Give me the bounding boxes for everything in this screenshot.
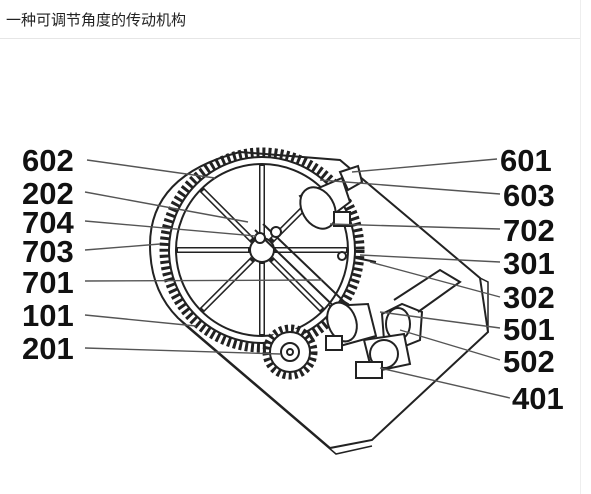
leader-704 <box>84 220 257 237</box>
callout-502: 502 <box>503 344 555 379</box>
callout-701: 701 <box>22 265 74 300</box>
leader-602 <box>86 159 216 179</box>
callout-401: 401 <box>512 381 564 416</box>
page-header: 一种可调节角度的传动机构 <box>0 0 580 39</box>
leader-603 <box>319 179 501 195</box>
callout-101: 101 <box>22 298 74 333</box>
motor-assembly <box>337 251 462 379</box>
drive-shaft <box>254 164 378 351</box>
callout-601: 601 <box>500 143 552 178</box>
leader-502 <box>399 329 501 361</box>
leader-702 <box>329 223 501 230</box>
leader-601 <box>351 158 498 173</box>
callout-702: 702 <box>503 213 555 248</box>
leader-401 <box>379 367 511 399</box>
callout-301: 301 <box>503 246 555 281</box>
pinion-gear <box>262 324 318 380</box>
callout-703: 703 <box>22 234 74 269</box>
callout-603: 603 <box>503 178 555 213</box>
page-title: 一种可调节角度的传动机构 <box>6 11 187 29</box>
leader-701 <box>84 279 323 282</box>
leader-101 <box>84 314 197 327</box>
callout-lines <box>84 158 511 399</box>
callout-202: 202 <box>22 176 74 211</box>
callout-704: 704 <box>22 205 74 240</box>
leader-703 <box>84 243 161 251</box>
leader-501 <box>379 311 501 329</box>
callout-501: 501 <box>503 312 555 347</box>
callout-labels: 602 202 704 703 701 101 201 601 603 702 … <box>22 143 564 416</box>
callout-201: 201 <box>22 331 74 366</box>
callout-302: 302 <box>503 280 555 315</box>
leader-202 <box>84 191 249 223</box>
callout-602: 602 <box>22 143 74 178</box>
leader-201 <box>84 347 281 355</box>
leader-301 <box>359 254 501 263</box>
right-divider <box>580 0 581 494</box>
leader-302 <box>369 261 501 298</box>
